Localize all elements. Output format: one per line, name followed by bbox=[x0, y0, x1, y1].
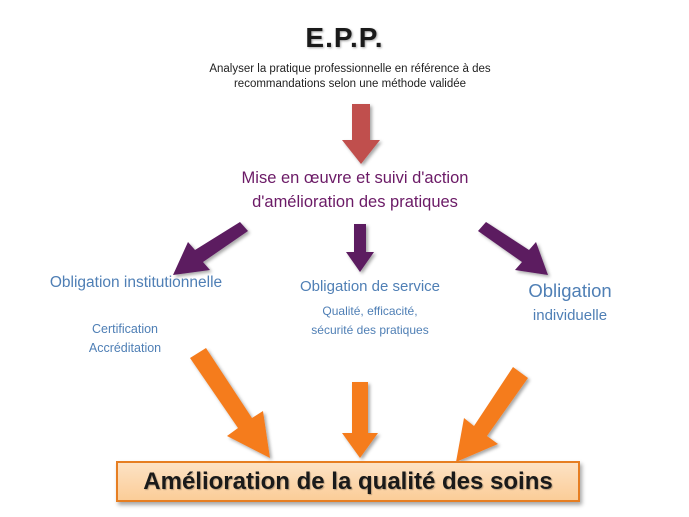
diagram-subtitle: Analyser la pratique professionnelle en … bbox=[209, 63, 491, 90]
obligation-service-label: Obligation de service bbox=[299, 278, 441, 295]
result-box bbox=[116, 461, 580, 502]
orange-arrow-center bbox=[342, 382, 378, 458]
diagram-title: E.P.P. bbox=[305, 22, 384, 53]
accreditation-text: Accréditation bbox=[88, 341, 162, 355]
service-detail-line2: sécurité des pratiques bbox=[311, 323, 429, 337]
obligation-individuelle-line2: individuelle bbox=[532, 307, 608, 324]
purple-arrow-left bbox=[173, 222, 248, 275]
obligation-individuelle-line1: Obligation bbox=[528, 280, 612, 301]
certification-text: Certification bbox=[92, 322, 158, 336]
top-down-arrow bbox=[342, 104, 380, 164]
orange-arrow-left bbox=[190, 348, 270, 458]
obligation-institutionnelle-label: Obligation institutionnelle bbox=[49, 274, 223, 291]
purple-arrow-center bbox=[346, 224, 374, 272]
orange-arrow-right bbox=[456, 367, 528, 462]
service-detail-line1: Qualité, efficacité, bbox=[322, 304, 418, 318]
obligation-institutionnelle-details: Certification Accréditation bbox=[50, 320, 200, 358]
purple-arrow-right bbox=[478, 222, 548, 275]
action-text: Mise en œuvre et suivi d'action d'amélio… bbox=[241, 169, 469, 211]
result-text: Amélioration de la qualité des soins bbox=[143, 468, 553, 495]
obligation-individuelle-label: Obligation individuelle bbox=[490, 278, 650, 328]
obligation-service-details: Qualité, efficacité, sécurité des pratiq… bbox=[270, 302, 470, 340]
